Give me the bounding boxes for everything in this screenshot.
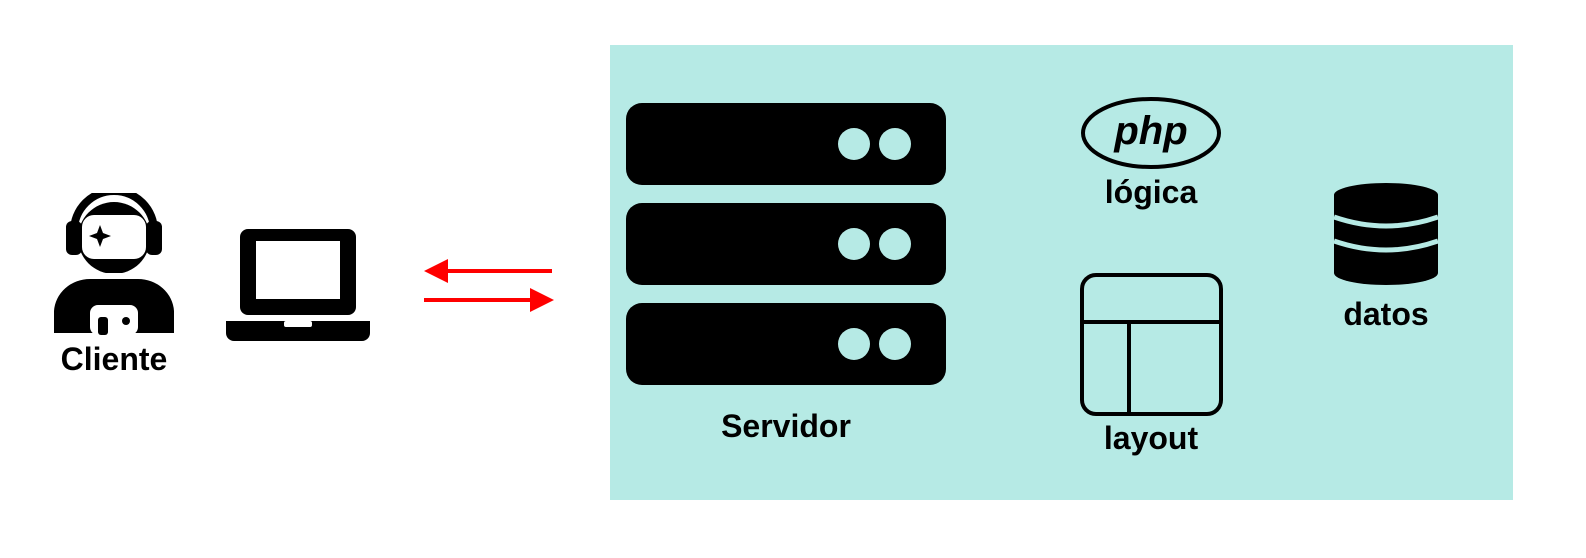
server-unit-2 [626,203,946,285]
person-with-headset-icon [50,193,178,335]
php-logo-icon: php [1079,95,1223,171]
layout-grid-icon [1079,272,1224,417]
database-icon [1334,183,1438,285]
status-light [879,328,911,360]
status-light [879,128,911,160]
laptop-icon [226,227,370,343]
server-unit-3 [626,303,946,385]
status-light [838,228,870,260]
status-light [838,128,870,160]
php-logo-text: php [1113,109,1187,153]
data-label: datos [1343,296,1429,332]
server-label: Servidor [721,408,851,444]
logic-label: lógica [1104,174,1198,210]
bidirectional-arrows-icon [422,254,556,318]
layout-label: layout [1103,420,1199,456]
server-unit-1 [626,103,946,185]
status-light [838,328,870,360]
status-light [879,228,911,260]
client-label: Cliente [60,341,168,377]
